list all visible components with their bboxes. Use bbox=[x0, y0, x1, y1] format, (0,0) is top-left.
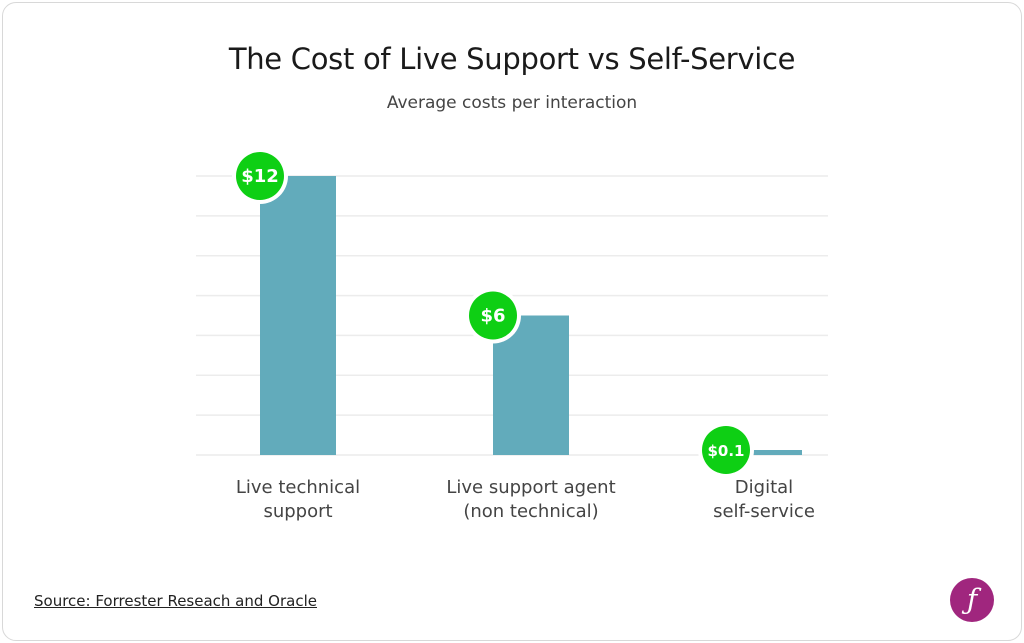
x-tick-label-line: support bbox=[263, 501, 333, 522]
x-tick-label-line: Live technical bbox=[235, 477, 361, 498]
x-tick-label: Live technical support bbox=[188, 476, 408, 524]
chart-subtitle: Average costs per interaction bbox=[386, 93, 638, 113]
x-tick-label-line: (non technical) bbox=[463, 501, 599, 522]
bar bbox=[260, 176, 336, 455]
data-label: $0.1 bbox=[707, 442, 744, 460]
chart-title: The Cost of Live Support vs Self-Service bbox=[228, 42, 796, 76]
data-label-badge bbox=[236, 152, 284, 200]
bar bbox=[726, 450, 802, 455]
brand-logo: ƒ bbox=[950, 578, 994, 622]
x-tick-label-line: Live support agent bbox=[446, 477, 616, 498]
data-label-badge bbox=[702, 426, 750, 474]
x-tick-label-line: self-service bbox=[713, 501, 815, 522]
data-label-badge bbox=[469, 291, 517, 340]
x-tick-label: Live support agent (non technical) bbox=[421, 476, 641, 524]
x-tick-label-line: Digital bbox=[734, 477, 794, 498]
data-label: $12 bbox=[241, 166, 279, 187]
source-link[interactable]: Source: Forrester Reseach and Oracle bbox=[34, 592, 317, 610]
x-tick-label: Digital self-service bbox=[654, 476, 874, 524]
data-label: $6 bbox=[480, 306, 505, 327]
